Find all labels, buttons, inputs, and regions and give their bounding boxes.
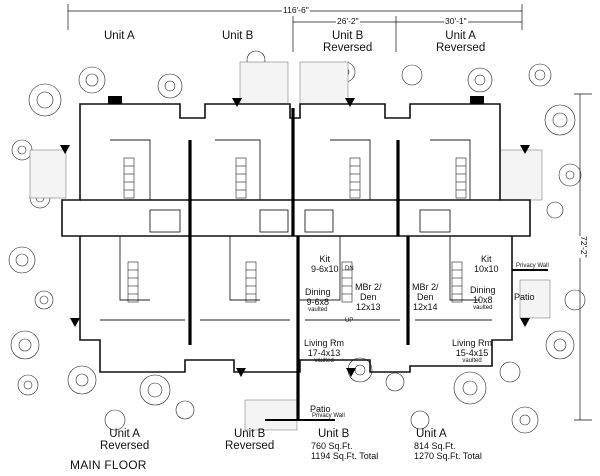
privacy-wall-right-note: Privacy Wall <box>516 263 549 269</box>
unit-label-a-top: Unit A <box>104 30 135 42</box>
overall-width-dimension: 116'-6" <box>282 5 310 15</box>
party-walls <box>188 108 410 420</box>
privacy-walls <box>265 269 548 421</box>
stair-up-note: UP <box>345 318 354 324</box>
privacy-wall-bottom-note: Privacy Wall <box>312 413 345 419</box>
unit-label-b-top: Unit B <box>222 30 254 42</box>
unit-label-a-bottom: Unit A <box>416 428 447 440</box>
fireplaces <box>60 96 530 377</box>
unit-a-width-dimension: 30'-1" <box>444 16 468 26</box>
unit-b-sqft: 760 Sq.Ft.1194 Sq.Ft. Total <box>311 441 379 461</box>
unit-label-b-bottom: Unit B <box>318 428 350 440</box>
landscaping-trees <box>8 50 586 434</box>
building-walls <box>61 103 531 373</box>
patio-hatching <box>29 61 551 431</box>
drawing-caption: MAIN FLOOR <box>70 458 147 472</box>
unit-a-sqft: 814 Sq.Ft.1270 Sq.Ft. Total <box>414 441 482 461</box>
patio-right-label: Patio <box>514 292 535 302</box>
unit-b-width-dimension: 26'-2" <box>336 16 360 26</box>
interior-walls <box>100 139 492 321</box>
patio-bottom-label: Patio <box>310 404 331 414</box>
stairs <box>123 157 467 303</box>
depth-dimension: 72'-2" <box>579 236 589 258</box>
stair-dn-note: DN <box>345 266 354 272</box>
